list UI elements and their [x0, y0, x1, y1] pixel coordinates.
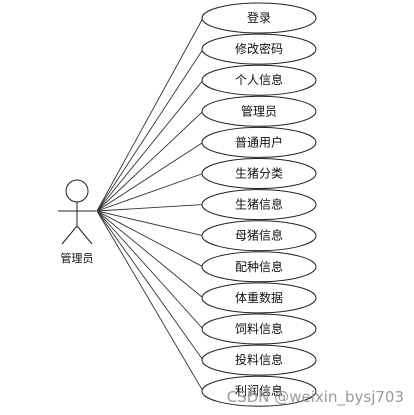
watermark: CSDN @weixin_bysj703 [227, 388, 404, 407]
use-case-label: 生猪分类 [235, 167, 283, 181]
actor-figure: 管理员 [58, 179, 96, 265]
association-line [96, 210, 204, 361]
use-case: 管理员 [201, 95, 317, 127]
use-case-label: 母猪信息 [235, 228, 283, 243]
actor-right-leg [76, 225, 93, 245]
use-case-ellipse [201, 220, 317, 252]
use-case: 个人信息 [201, 64, 317, 96]
use-case-ellipse [201, 126, 317, 158]
use-case-ellipse [201, 64, 317, 96]
use-case: 饲料信息 [201, 313, 317, 345]
use-case: 生猪信息 [201, 189, 317, 221]
use-case-ellipse [201, 33, 317, 65]
association-line [96, 210, 204, 268]
use-case-ellipse [201, 282, 317, 314]
association-line [96, 173, 204, 212]
use-case-label: 饲料信息 [235, 321, 283, 336]
association-line [96, 142, 204, 212]
use-case: 登录 [201, 2, 317, 34]
association-line [96, 210, 204, 330]
use-case: 普通用户 [201, 126, 317, 158]
use-case-ellipse [201, 375, 317, 407]
use-case-ellipse [201, 313, 317, 345]
use-case-label: 生猪信息 [235, 197, 283, 212]
use-case-label: 修改密码 [235, 41, 283, 56]
association-line [96, 17, 204, 212]
association-line [96, 204, 204, 212]
use-case: 体重数据 [201, 282, 317, 314]
association-line [96, 110, 204, 212]
use-case-ellipse [201, 2, 317, 34]
use-case-ellipse [201, 189, 317, 221]
use-case: 母猪信息 [201, 220, 317, 252]
use-cases: 登录修改密码个人信息管理员普通用户生猪分类生猪信息母猪信息配种信息体重数据饲料信… [201, 2, 317, 407]
use-case-label: 体重数据 [235, 290, 283, 305]
association-line [96, 48, 204, 212]
use-case: 生猪分类 [201, 158, 317, 189]
use-case-label: 个人信息 [235, 72, 283, 87]
use-case-label: 登录 [247, 10, 271, 25]
use-case: 利润信息 [201, 375, 317, 407]
association-line [96, 79, 204, 212]
use-case-label: 配种信息 [235, 259, 283, 274]
use-case-ellipse [201, 344, 317, 376]
actor-head [65, 179, 89, 203]
use-case-ellipse [201, 251, 317, 283]
use-case: 投料信息 [201, 344, 317, 376]
use-case: 修改密码 [201, 33, 317, 65]
association-line [96, 210, 204, 299]
association-lines [96, 17, 204, 392]
use-case-label: 利润信息 [235, 383, 283, 398]
use-case-label: 普通用户 [235, 134, 283, 149]
use-case-ellipse [201, 95, 317, 127]
use-case-label: 投料信息 [235, 352, 283, 367]
use-case: 配种信息 [201, 251, 317, 283]
use-case-label: 管理员 [241, 103, 277, 118]
association-line [96, 210, 204, 237]
association-line [96, 210, 204, 392]
actor-label: 管理员 [61, 251, 94, 265]
actor-left-leg [61, 225, 78, 245]
use-case-ellipse [201, 158, 317, 189]
